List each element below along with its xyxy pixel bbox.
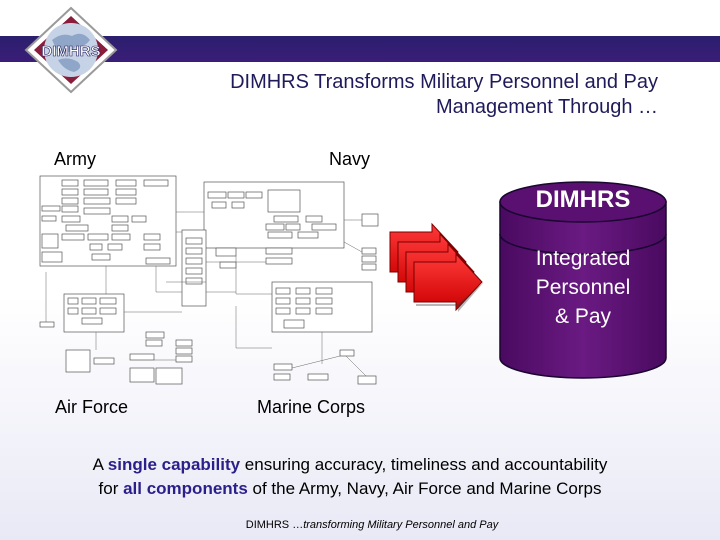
logo-text: DIMHRS <box>41 43 100 60</box>
title-line-2: Management Through … <box>436 96 658 118</box>
footer-tagline: transforming Military Personnel and Pay <box>303 519 499 531</box>
summary-statement: A single capability ensuring accuracy, t… <box>20 453 680 501</box>
cylinder-line-1: Integrated <box>535 247 631 270</box>
cylinder-line-3: & Pay <box>554 305 612 328</box>
label-army: Army <box>54 149 96 169</box>
transformation-arrows <box>389 222 484 312</box>
arrow-stack <box>389 222 483 312</box>
dimhrs-logo: DIMHRS <box>24 6 118 94</box>
summary-text: ensuring accuracy, timeliness and accoun… <box>240 455 608 474</box>
cylinder-title: DIMHRS <box>535 186 631 213</box>
summary-text: of the Army, Navy, Air Force and Marine … <box>247 479 602 498</box>
summary-highlight: single capability <box>107 455 241 474</box>
title-line-1: DIMHRS Transforms Military Personnel and… <box>230 71 658 93</box>
dimhrs-cylinder <box>499 181 667 379</box>
footer: DIMHRS …transforming Military Personnel … <box>0 519 720 531</box>
summary-highlight: all components <box>123 479 248 498</box>
header-band <box>0 0 720 62</box>
legacy-systems-diagram <box>39 175 379 385</box>
cylinder-line-2: Personnel <box>535 276 631 299</box>
cylinder-description: Integrated Personnel & Pay <box>508 244 658 331</box>
label-air-force: Air Force <box>55 397 129 417</box>
summary-line-1: A single capability ensuring accuracy, t… <box>20 453 680 477</box>
slide-title: DIMHRS Transforms Military Personnel and… <box>138 70 658 120</box>
summary-text: for <box>98 479 124 498</box>
label-marine-corps: Marine Corps <box>257 397 366 417</box>
summary-text: A <box>92 455 108 474</box>
footer-brand: DIMHRS … <box>245 519 304 531</box>
summary-line-2: for all components of the Army, Navy, Ai… <box>20 477 680 501</box>
label-navy: Navy <box>329 149 371 169</box>
